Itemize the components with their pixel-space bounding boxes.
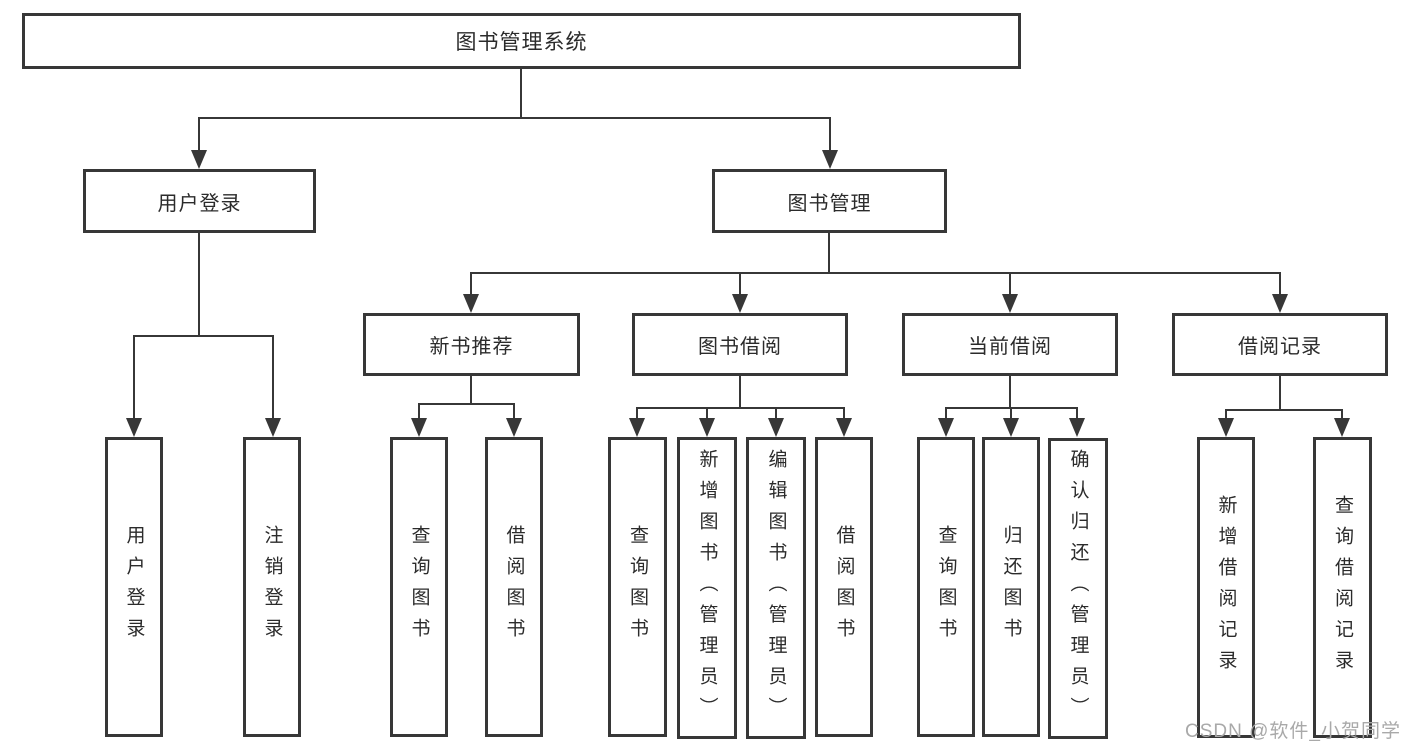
connector-line (513, 403, 515, 419)
connector-line (829, 117, 831, 151)
node-book-management: 图书管理 (712, 169, 947, 233)
arrow-down-icon (732, 294, 748, 313)
leaf-borrow-books-recommend: 借阅图书 (485, 437, 543, 737)
connector-line (1076, 407, 1078, 420)
leaf-logout: 注销登录 (243, 437, 301, 737)
connector-line (706, 407, 708, 420)
arrow-down-icon (1069, 418, 1085, 437)
leaf-borrow-books: 借阅图书 (815, 437, 873, 737)
connector-line (739, 376, 741, 408)
connector-line (1009, 376, 1011, 408)
arrow-down-icon (1002, 294, 1018, 313)
connector-line (520, 68, 522, 118)
connector-line (739, 272, 741, 296)
arrow-down-icon (506, 418, 522, 437)
connector-line (198, 233, 200, 336)
connector-line (828, 233, 830, 274)
connector-line (1225, 409, 1227, 420)
arrow-down-icon (1003, 418, 1019, 437)
node-borrow-records: 借阅记录 (1172, 313, 1388, 376)
connector-line (418, 403, 420, 419)
connector-line (470, 272, 1281, 274)
arrow-down-icon (629, 418, 645, 437)
connector-line (636, 407, 845, 409)
arrow-down-icon (699, 418, 715, 437)
leaf-add-books-admin: 新增图书（管理员） (677, 437, 737, 739)
node-new-book-recommend: 新书推荐 (363, 313, 580, 376)
arrow-down-icon (768, 418, 784, 437)
connector-line (1279, 272, 1281, 296)
node-user-login: 用户登录 (83, 169, 316, 233)
leaf-query-books-borrowing: 查询图书 (608, 437, 667, 737)
connector-line (636, 407, 638, 420)
leaf-query-borrow-record: 查询借阅记录 (1313, 437, 1372, 738)
connector-line (198, 117, 200, 151)
arrow-down-icon (836, 418, 852, 437)
node-current-borrowing: 当前借阅 (902, 313, 1118, 376)
connector-line (1225, 409, 1343, 411)
connector-line (1010, 407, 1012, 420)
connector-line (945, 407, 947, 420)
arrow-down-icon (1218, 418, 1234, 437)
node-book-borrowing: 图书借阅 (632, 313, 848, 376)
connector-line (1009, 272, 1011, 296)
connector-line (272, 335, 274, 419)
connector-line (470, 376, 472, 404)
leaf-confirm-return-admin: 确认归还（管理员） (1048, 438, 1108, 739)
connector-line (1341, 409, 1343, 420)
leaf-query-books-recommend: 查询图书 (390, 437, 448, 737)
watermark-text: CSDN @软件_小贺同学 (1185, 721, 1401, 742)
arrow-down-icon (1334, 418, 1350, 437)
connector-line (133, 335, 135, 419)
arrow-down-icon (411, 418, 427, 437)
arrow-down-icon (938, 418, 954, 437)
connector-line (843, 407, 845, 420)
connector-line (470, 272, 472, 296)
leaf-edit-books-admin: 编辑图书（管理员） (746, 437, 806, 739)
connector-line (775, 407, 777, 420)
arrow-down-icon (1272, 294, 1288, 313)
leaf-query-books-current: 查询图书 (917, 437, 975, 737)
arrow-down-icon (191, 150, 207, 169)
leaf-user-login: 用户登录 (105, 437, 163, 737)
leaf-return-books: 归还图书 (982, 437, 1040, 737)
leaf-add-borrow-record: 新增借阅记录 (1197, 437, 1255, 738)
arrow-down-icon (126, 418, 142, 437)
connector-line (1279, 375, 1281, 410)
connector-line (418, 403, 515, 405)
node-library-management-system: 图书管理系统 (22, 13, 1021, 69)
arrow-down-icon (265, 418, 281, 437)
connector-line (198, 117, 831, 119)
arrow-down-icon (463, 294, 479, 313)
arrow-down-icon (822, 150, 838, 169)
connector-line (133, 335, 274, 337)
